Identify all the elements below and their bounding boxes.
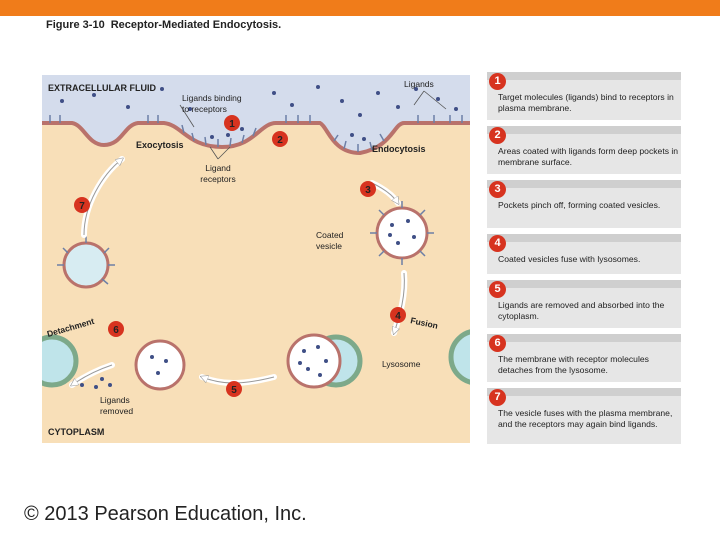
extracellular-fluid-label: EXTRACELLULAR FLUID — [48, 83, 156, 93]
endocytosis-diagram: 1 2 3 4 5 6 7 EXTRACELLULAR FLUID Ligand… — [42, 75, 470, 443]
step-7-bar — [487, 388, 681, 396]
step-marker-5: 5 — [226, 381, 242, 397]
ligands-label: Ligands — [404, 79, 434, 89]
recycling-vesicle — [57, 236, 115, 289]
extracellular-region — [42, 75, 470, 153]
detached-vesicle — [134, 339, 186, 391]
step-4-bar — [487, 234, 681, 242]
step-marker-4: 4 — [390, 307, 406, 323]
receptors-label: receptors — [200, 174, 235, 184]
step-marker-7-label: 7 — [79, 201, 85, 212]
ligand-label: Ligand — [205, 163, 231, 173]
extracellular-ligands — [60, 85, 458, 141]
lysosome-label: Lysosome — [382, 359, 421, 369]
step-marker-7: 7 — [74, 197, 90, 213]
leader-lines — [179, 90, 447, 160]
step-2-text: Areas coated with ligands form deep pock… — [498, 146, 679, 167]
copyright-notice: © 2013 Pearson Education, Inc. — [24, 503, 307, 525]
figure-title-text: Receptor-Mediated Endocytosis. — [110, 19, 282, 31]
step-6-bar — [487, 334, 681, 342]
step-1: 1 Target molecules (ligands) bind to rec… — [487, 72, 681, 120]
step-4-text: Coated vesicles fuse with lysosomes. — [498, 254, 641, 264]
ligands-binding-label: Ligands binding — [182, 93, 242, 103]
step-2-number: 2 — [489, 127, 506, 144]
step-3-number: 3 — [489, 181, 506, 198]
vesicle-label: vesicle — [316, 241, 342, 251]
step-4: 4 Coated vesicles fuse with lysosomes. — [487, 234, 681, 274]
accent-bar — [0, 0, 720, 16]
step-5-bar — [487, 280, 681, 288]
step-5: 5 Ligands are removed and absorbed into … — [487, 280, 681, 328]
step-5-text: Ligands are removed and absorbed into th… — [498, 300, 665, 321]
figure-number: Figure 3-10 — [46, 19, 105, 31]
step-1-number: 1 — [489, 73, 506, 90]
step-marker-3: 3 — [360, 181, 376, 197]
coated-label: Coated — [316, 230, 344, 240]
step-7-number: 7 — [489, 389, 506, 406]
step-marker-6: 6 — [108, 321, 124, 337]
fused-lysosome — [286, 333, 363, 389]
step-1-text: Target molecules (ligands) bind to recep… — [498, 92, 674, 113]
step-7-text: The vesicle fuses with the plasma membra… — [498, 408, 673, 429]
step-7: 7 The vesicle fuses with the plasma memb… — [487, 388, 681, 444]
lysosome-left — [42, 334, 79, 388]
step-3-bar — [487, 180, 681, 188]
endocytosis-label: Endocytosis — [372, 144, 426, 154]
step-marker-2: 2 — [272, 131, 288, 147]
step-marker-4-label: 4 — [395, 311, 401, 322]
step-marker-1-label: 1 — [229, 119, 235, 130]
step-marker-3-label: 3 — [365, 185, 371, 196]
ligands-removed-label-2: removed — [100, 406, 133, 416]
step-5-number: 5 — [489, 281, 506, 298]
step-3-text: Pockets pinch off, forming coated vesicl… — [498, 200, 661, 210]
step-2-bar — [487, 126, 681, 134]
step-marker-6-label: 6 — [113, 325, 119, 336]
coated-vesicle — [370, 201, 434, 265]
exocytosis-label: Exocytosis — [136, 140, 184, 150]
figure-title: Figure 3-10 Receptor-Mediated Endocytosis… — [46, 19, 281, 31]
step-marker-2-label: 2 — [277, 135, 283, 146]
flow-arrow-strokes — [72, 159, 405, 385]
step-6: 6 The membrane with receptor molecules d… — [487, 334, 681, 382]
step-3: 3 Pockets pinch off, forming coated vesi… — [487, 180, 681, 228]
to-receptors-label: to receptors — [182, 104, 227, 114]
step-2: 2 Areas coated with ligands form deep po… — [487, 126, 681, 174]
step-4-number: 4 — [489, 235, 506, 252]
cytoplasm-label: CYTOPLASM — [48, 427, 104, 437]
step-marker-1: 1 — [224, 115, 240, 131]
step-marker-5-label: 5 — [231, 385, 237, 396]
step-1-bar — [487, 72, 681, 80]
plasma-membrane — [42, 121, 470, 156]
step-6-text: The membrane with receptor molecules det… — [498, 354, 649, 375]
membrane-receptors — [49, 115, 463, 152]
ligands-removed-label-1: Ligands — [100, 395, 130, 405]
lysosome-right — [448, 329, 470, 385]
step-6-number: 6 — [489, 335, 506, 352]
